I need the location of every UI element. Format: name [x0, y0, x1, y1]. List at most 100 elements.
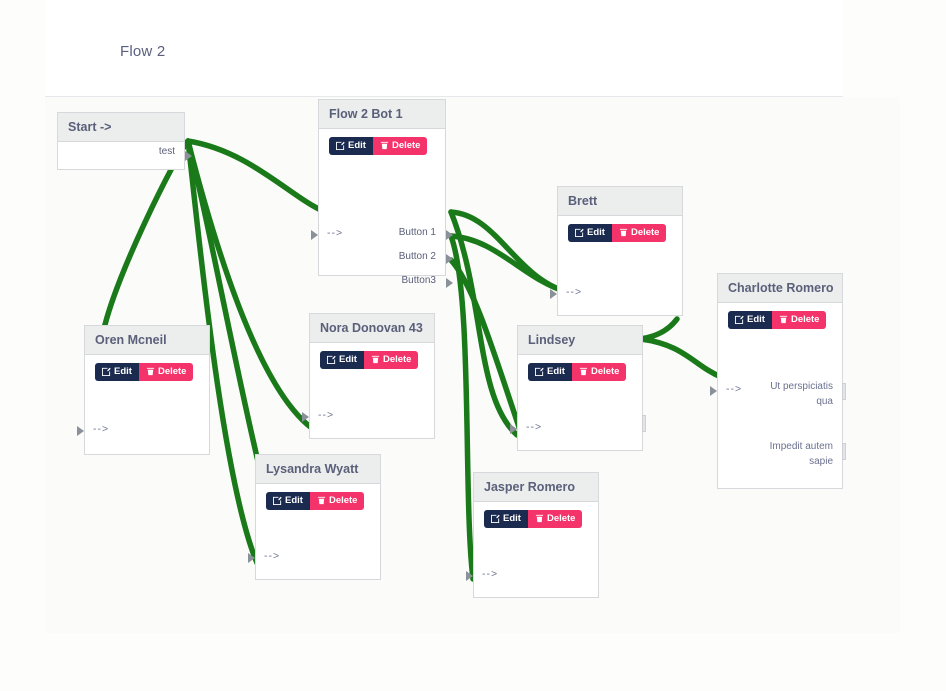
delete-label: Delete [157, 366, 187, 377]
delete-button[interactable]: Delete [527, 510, 583, 528]
input-handle-icon[interactable] [550, 289, 557, 299]
node-title: Lysandra Wyatt [266, 462, 359, 476]
delete-button[interactable]: Delete [611, 224, 667, 242]
output-handle-icon[interactable] [185, 151, 192, 161]
port-out-button-2[interactable]: Button 2 [398, 251, 436, 262]
edit-button[interactable]: Edit [329, 137, 373, 155]
edit-label: Edit [587, 227, 605, 238]
edit-button[interactable]: Edit [568, 224, 612, 242]
node-title: Brett [568, 194, 598, 208]
node-start[interactable]: Start -> test [57, 112, 192, 170]
delete-button[interactable]: Delete [771, 311, 827, 329]
node-body: Edit Delete --> [302, 343, 434, 436]
edit-button[interactable]: Edit [266, 492, 310, 510]
pencil-icon [735, 315, 744, 325]
input-handle-icon[interactable] [710, 386, 717, 396]
node-title: Oren Mcneil [95, 333, 167, 347]
node-actions: Edit Delete [528, 363, 627, 381]
page-header: Flow 2 [45, 0, 843, 97]
pencil-icon [102, 367, 111, 377]
edge-start-to-lysandra [185, 138, 260, 566]
node-body: Edit Delete --> [510, 355, 646, 448]
port-in-arrow[interactable]: --> [318, 409, 335, 421]
flow-canvas[interactable]: Start -> test Flow 2 Bot 1 Edit [45, 97, 900, 633]
port-in-arrow[interactable]: --> [726, 383, 743, 395]
output-handle-icon[interactable] [842, 383, 846, 400]
output-handle-icon[interactable] [842, 443, 846, 460]
delete-label: Delete [328, 495, 358, 506]
input-handle-icon[interactable] [311, 230, 318, 240]
output-handle-icon[interactable] [446, 278, 453, 288]
node-body: test [58, 142, 192, 167]
port-out-button-3[interactable]: Button3 [401, 275, 436, 286]
edit-button[interactable]: Edit [728, 311, 772, 329]
node-header: Jasper Romero [474, 473, 598, 502]
node-oren-mcneil[interactable]: Oren Mcneil Edit Delete --> [77, 325, 210, 455]
node-body: Edit Delete --> [248, 484, 380, 577]
delete-button[interactable]: Delete [309, 492, 365, 510]
delete-button[interactable]: Delete [571, 363, 627, 381]
delete-button[interactable]: Delete [363, 351, 419, 369]
pencil-icon [575, 228, 584, 238]
trash-icon [779, 315, 788, 324]
edge-start-to-bot1 [185, 138, 328, 215]
delete-button[interactable]: Delete [138, 363, 194, 381]
port-out-text-2[interactable]: Impedit autem sapie [769, 441, 833, 467]
edit-button[interactable]: Edit [528, 363, 572, 381]
input-handle-icon[interactable] [466, 571, 473, 581]
delete-label: Delete [790, 314, 820, 325]
node-body: Edit Delete --> Ut perspiciatis qua Impe… [710, 303, 846, 486]
input-handle-icon[interactable] [248, 553, 255, 563]
trash-icon [371, 355, 380, 364]
delete-label: Delete [590, 366, 620, 377]
input-handle-icon[interactable] [510, 424, 517, 434]
edge-button2-to-jasper [448, 233, 476, 582]
delete-label: Delete [391, 140, 421, 151]
port-in-arrow[interactable]: --> [327, 227, 344, 239]
output-handle-icon[interactable] [446, 230, 453, 240]
edit-label: Edit [547, 366, 565, 377]
node-jasper-romero[interactable]: Jasper Romero Edit Delete --> [466, 472, 599, 598]
output-handle-icon[interactable] [642, 415, 646, 432]
edit-button[interactable]: Edit [484, 510, 528, 528]
pencil-icon [327, 355, 336, 365]
edit-label: Edit [503, 513, 521, 524]
port-in-arrow[interactable]: --> [566, 286, 583, 298]
node-lindsey[interactable]: Lindsey Edit Delete --> [510, 325, 646, 451]
edit-label: Edit [348, 140, 366, 151]
edge-lindsey-to-charlotte [638, 336, 724, 380]
node-nora-donovan-43[interactable]: Nora Donovan 43 Edit Delete --> [302, 313, 435, 439]
pencil-icon [535, 367, 544, 377]
input-handle-icon[interactable] [302, 412, 309, 422]
edge-button1-to-lindsey [448, 209, 520, 438]
port-out-text-1[interactable]: Ut perspiciatis qua [770, 381, 833, 407]
node-header: Oren Mcneil [85, 326, 209, 355]
port-in-arrow[interactable]: --> [264, 550, 281, 562]
node-header: Start -> [58, 113, 184, 142]
node-body: Edit Delete --> [550, 216, 682, 313]
trash-icon [535, 514, 544, 523]
node-body: Edit Delete --> [466, 502, 598, 595]
port-out-button-1[interactable]: Button 1 [398, 227, 436, 238]
node-flow-2-bot-1[interactable]: Flow 2 Bot 1 Edit Delete --> Button 1 [311, 99, 453, 288]
delete-button[interactable]: Delete [372, 137, 428, 155]
edit-label: Edit [339, 354, 357, 365]
node-actions: Edit Delete [266, 492, 365, 510]
node-brett[interactable]: Brett Edit Delete --> [550, 186, 683, 316]
trash-icon [146, 367, 155, 376]
port-in-arrow[interactable]: --> [93, 423, 110, 435]
input-handle-icon[interactable] [77, 426, 84, 436]
node-lysandra-wyatt[interactable]: Lysandra Wyatt Edit Delete --> [248, 454, 381, 580]
node-charlotte-romero[interactable]: Charlotte Romero Edit Delete --> Ut pers… [710, 273, 846, 489]
trash-icon [619, 228, 628, 237]
node-actions: Edit Delete [728, 311, 827, 329]
edit-button[interactable]: Edit [320, 351, 364, 369]
edit-label: Edit [285, 495, 303, 506]
port-in-arrow[interactable]: --> [526, 421, 543, 433]
port-out-test[interactable]: test [158, 146, 175, 157]
output-handle-icon[interactable] [446, 254, 453, 264]
port-in-arrow[interactable]: --> [482, 568, 499, 580]
edit-button[interactable]: Edit [95, 363, 139, 381]
node-header: Lysandra Wyatt [256, 455, 380, 484]
